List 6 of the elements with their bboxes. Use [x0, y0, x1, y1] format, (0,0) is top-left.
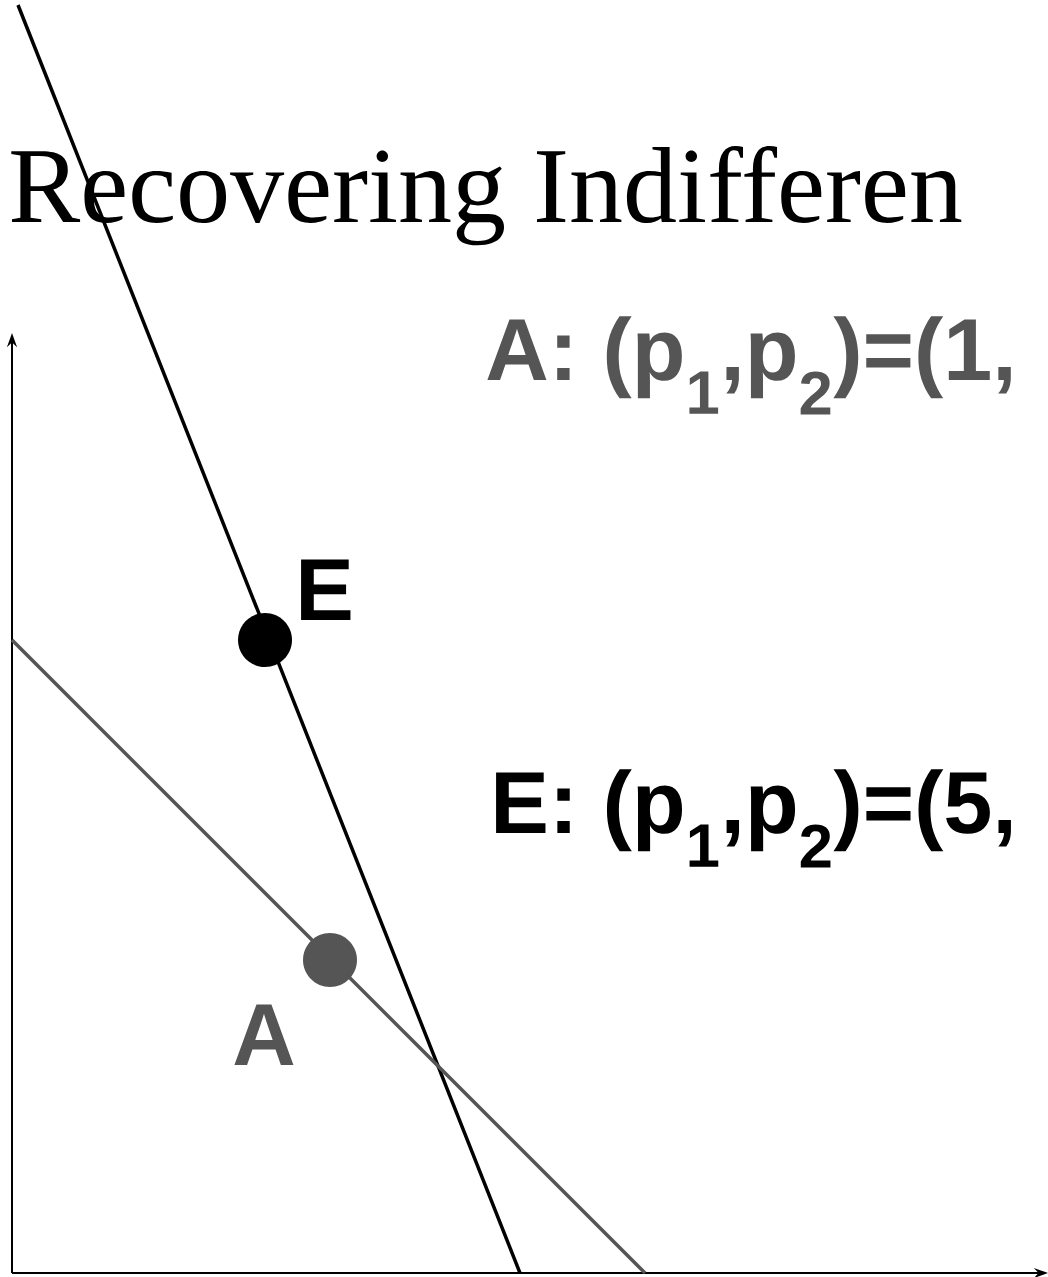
price-label: E: (p$_{1}$,p$_{2}$)=(5,	[496, 769, 1011, 868]
point-marker	[303, 933, 357, 987]
point-label: E	[301, 559, 351, 620]
point-label: A	[234, 1004, 294, 1065]
point-marker	[238, 613, 292, 667]
price-label: A: (p$_{1}$,p$_{2}$)=(1,	[487, 316, 1011, 415]
